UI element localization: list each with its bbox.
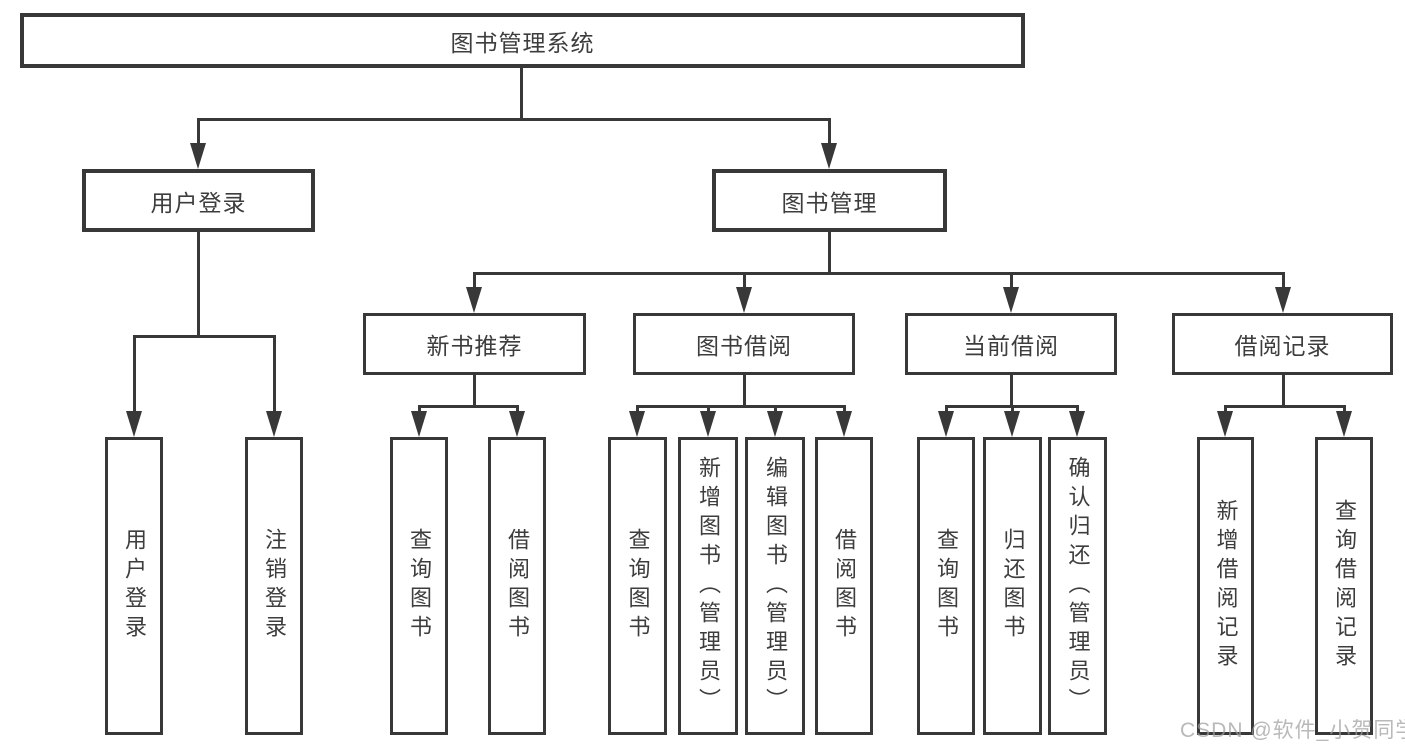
arrow-down-icon — [938, 411, 954, 437]
connector-line — [743, 275, 746, 289]
node-label: 当前借阅 — [963, 333, 1059, 359]
connector-line — [1282, 275, 1285, 289]
connector-line — [843, 408, 846, 413]
leaf-edit-books-admin: 编辑图书（管理员） — [745, 437, 805, 735]
node-current-borrowing: 当前借阅 — [905, 313, 1117, 375]
leaf-query-books-current: 查询图书 — [917, 437, 975, 735]
leaf-label: 查询借阅记录 — [1332, 499, 1357, 673]
arrow-down-icon — [767, 411, 783, 437]
leaf-label: 查询图书 — [625, 528, 651, 644]
connector-line — [945, 405, 1079, 408]
leaf-query-books-borrow: 查询图书 — [608, 437, 667, 735]
arrow-down-icon — [1275, 287, 1291, 313]
node-label: 图书借阅 — [696, 333, 792, 359]
arrow-down-icon — [1069, 411, 1085, 437]
node-label: 图书管理系统 — [450, 29, 595, 56]
leaf-label: 新增借阅记录 — [1213, 499, 1239, 673]
arrow-down-icon — [509, 411, 525, 437]
connector-line — [473, 272, 1285, 275]
leaf-label: 借阅图书 — [505, 528, 530, 644]
connector-line — [516, 408, 519, 413]
node-book-borrowing: 图书借阅 — [633, 313, 855, 375]
connector-line — [418, 405, 519, 408]
node-borrowing-records: 借阅记录 — [1172, 313, 1393, 375]
leaf-borrow-books-recommend: 借阅图书 — [488, 437, 546, 735]
leaf-query-books-recommend: 查询图书 — [390, 437, 448, 735]
connector-line — [1010, 375, 1013, 405]
node-label: 图书管理 — [781, 189, 878, 216]
node-new-book-recommend: 新书推荐 — [363, 313, 586, 375]
connector-line — [945, 408, 948, 413]
connector-line — [743, 375, 746, 405]
leaf-confirm-return-admin: 确认归还（管理员） — [1048, 437, 1107, 735]
leaf-label: 确认归还（管理员） — [1065, 455, 1091, 717]
node-label: 借阅记录 — [1234, 333, 1331, 359]
arrow-down-icon — [700, 411, 716, 437]
arrow-down-icon — [1336, 411, 1352, 437]
connector-line — [197, 232, 200, 335]
connector-line — [197, 121, 200, 145]
csdn-watermark: CSDN @软件_小贺同学 — [1180, 719, 1405, 742]
connector-line — [636, 405, 846, 408]
leaf-label: 注销登录 — [262, 528, 287, 644]
leaf-label: 新增图书（管理员） — [696, 455, 721, 717]
connector-line — [418, 408, 421, 413]
leaf-label: 查询图书 — [934, 528, 959, 644]
node-root-system: 图书管理系统 — [20, 13, 1025, 68]
leaf-query-borrow-record: 查询借阅记录 — [1315, 437, 1373, 735]
node-label: 新书推荐 — [426, 333, 523, 359]
arrow-down-icon — [1217, 411, 1233, 437]
connector-line — [774, 408, 777, 413]
connector-line — [1343, 408, 1346, 413]
connector-line — [520, 68, 523, 118]
leaf-label: 归还图书 — [1000, 528, 1026, 644]
connector-line — [828, 232, 831, 272]
leaf-label: 编辑图书（管理员） — [763, 455, 788, 717]
node-label: 用户登录 — [150, 189, 247, 216]
arrow-down-icon — [629, 411, 645, 437]
arrow-down-icon — [411, 411, 427, 437]
leaf-label: 查询图书 — [407, 528, 432, 644]
leaf-return-books: 归还图书 — [983, 437, 1042, 735]
connector-line — [473, 375, 476, 405]
connector-line — [1010, 275, 1013, 289]
connector-line — [273, 338, 276, 411]
leaf-label: 借阅图书 — [832, 528, 857, 644]
connector-line — [636, 408, 639, 413]
leaf-borrow-books: 借阅图书 — [815, 437, 873, 735]
leaf-add-books-admin: 新增图书（管理员） — [678, 437, 738, 735]
node-user-login: 用户登录 — [82, 169, 315, 232]
arrow-down-icon — [466, 287, 482, 313]
connector-line — [1282, 375, 1285, 405]
arrow-down-icon — [266, 411, 282, 437]
leaf-user-login: 用户登录 — [105, 437, 163, 735]
arrow-down-icon — [736, 287, 752, 313]
node-book-management: 图书管理 — [712, 169, 947, 232]
connector-line — [197, 118, 831, 121]
connector-line — [1224, 408, 1227, 413]
connector-line — [828, 121, 831, 145]
arrow-down-icon — [821, 143, 837, 169]
connector-line — [1011, 408, 1014, 413]
leaf-add-borrow-record: 新增借阅记录 — [1197, 437, 1254, 735]
connector-line — [473, 275, 476, 289]
connector-line — [133, 335, 276, 338]
arrow-down-icon — [836, 411, 852, 437]
connector-line — [1076, 408, 1079, 413]
connector-line — [133, 338, 136, 411]
arrow-down-icon — [126, 411, 142, 437]
leaf-logout: 注销登录 — [245, 437, 303, 735]
connector-line — [707, 408, 710, 413]
connector-line — [1224, 405, 1346, 408]
arrow-down-icon — [190, 143, 206, 169]
arrow-down-icon — [1003, 287, 1019, 313]
leaf-label: 用户登录 — [122, 528, 147, 644]
arrow-down-icon — [1004, 411, 1020, 437]
